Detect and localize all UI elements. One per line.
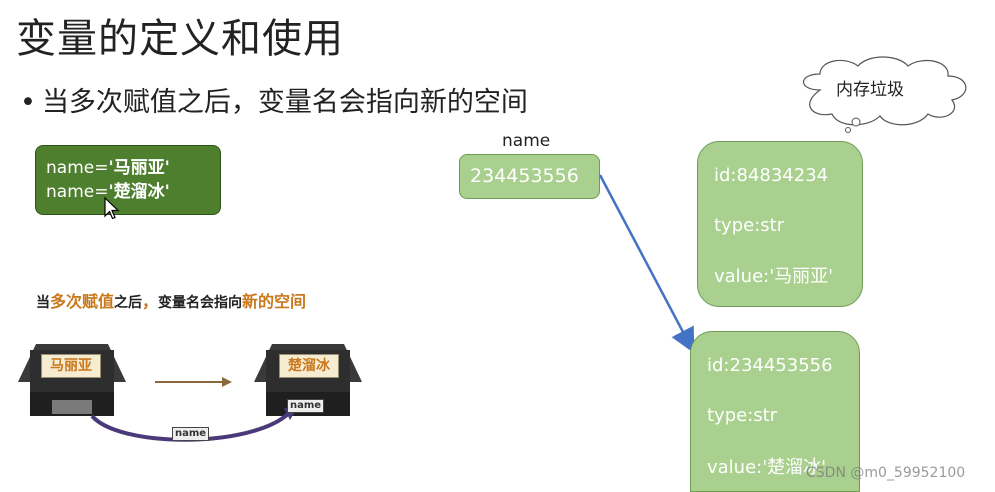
code-line-2-value: '楚溜冰' — [108, 182, 170, 202]
code-line-1-prefix: name= — [46, 158, 109, 178]
object-value: value:'楚溜冰' — [707, 457, 827, 478]
transition-arrow-icon — [155, 377, 232, 387]
object-value: value:'马丽亚' — [714, 266, 834, 287]
mouse-cursor-icon — [104, 197, 120, 220]
garbage-cloud — [802, 56, 967, 133]
caption-highlight: 新的空间 — [242, 292, 307, 311]
object-type: type:str — [707, 405, 778, 426]
caption-part: 当 — [36, 295, 50, 311]
slide-title: 变量的定义和使用 — [16, 16, 344, 62]
code-line-1-value: '马丽亚' — [108, 158, 170, 178]
new-house-label: 楚溜冰 — [279, 354, 339, 378]
bullet-text: 当多次赋值之后，变量名会指向新的空间 — [41, 87, 528, 118]
object-id: id:234453556 — [707, 355, 833, 376]
object-id: id:84834234 — [714, 165, 829, 186]
variable-id-value: 234453556 — [470, 165, 579, 187]
variable-name-label: name — [502, 131, 551, 151]
garbage-label: 内存垃圾 — [836, 80, 904, 100]
old-house-label: 马丽亚 — [41, 354, 101, 378]
code-box: name='马丽亚' name='楚溜冰' — [35, 145, 221, 215]
bullet-point: •当多次赋值之后，变量名会指向新的空间 — [20, 80, 528, 119]
object-type: type:str — [714, 215, 785, 236]
code-line-2: name='楚溜冰' — [46, 180, 210, 204]
moving-name-tag: name — [172, 427, 210, 441]
house-name-tag: name — [287, 399, 325, 413]
bullet-dot: • — [20, 87, 36, 118]
caption-part: 之后 — [114, 295, 143, 311]
code-line-2-prefix: name= — [46, 182, 109, 202]
caption-highlight: 多次赋值 — [50, 292, 115, 311]
illustration-caption: 当多次赋值之后，变量名会指向新的空间 — [36, 288, 306, 312]
memory-object-new: id:234453556 type:str value:'楚溜冰' — [690, 331, 860, 492]
caption-highlight: ， — [142, 292, 159, 311]
memory-object-old: id:84834234 type:str value:'马丽亚' — [697, 141, 863, 307]
watermark: CSDN @m0_59952100 — [806, 465, 966, 481]
variable-box: 234453556 — [459, 154, 600, 199]
code-line-1: name='马丽亚' — [46, 156, 210, 180]
caption-part: 变量名会指向 — [158, 295, 243, 311]
